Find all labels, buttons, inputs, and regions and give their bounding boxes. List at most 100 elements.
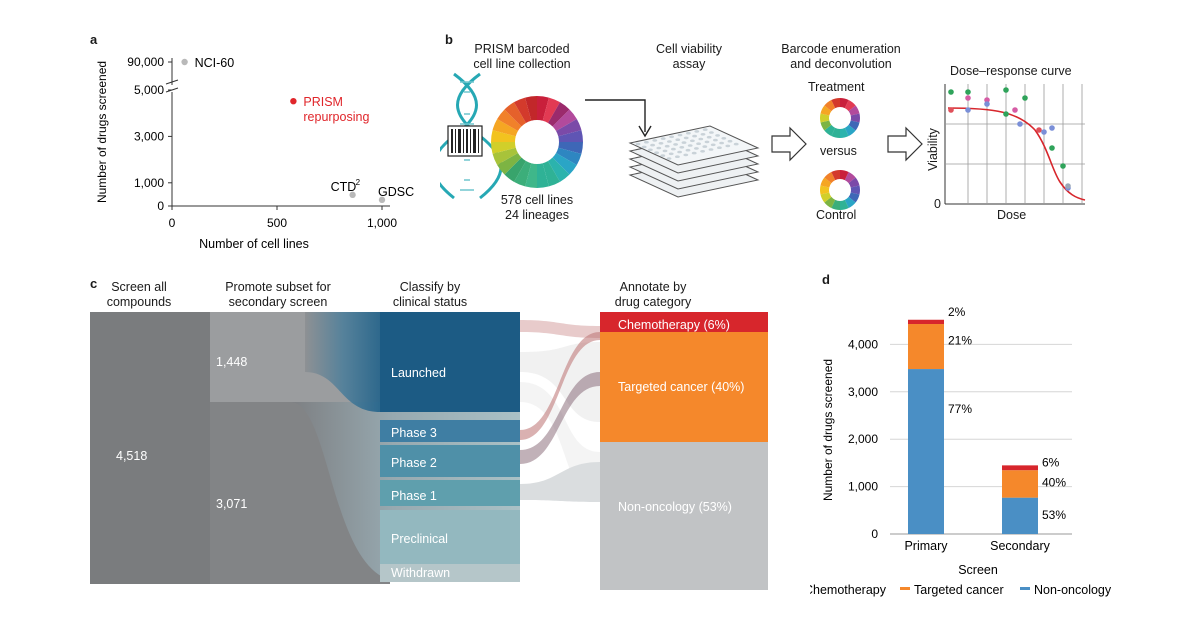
donut-segment <box>844 171 856 184</box>
withdrawn-band <box>380 564 520 582</box>
data-point <box>349 191 356 199</box>
donut-segment <box>542 161 560 187</box>
donut-segment <box>824 171 836 184</box>
status-phase2: Phase 2 <box>391 456 437 470</box>
step1-line1: PRISM barcoded <box>474 42 570 56</box>
status-phase3: Phase 3 <box>391 426 437 440</box>
donut-segment <box>558 142 583 154</box>
arrow-to-plate-icon <box>585 99 646 132</box>
cell-line-count: 578 cell lines 24 lineages <box>482 193 592 223</box>
col1-header: Screen all compounds <box>92 280 186 310</box>
dose-data-point <box>1049 145 1055 151</box>
plate-well <box>635 142 641 146</box>
y-axis-label: Number of drugs screened <box>95 61 109 203</box>
donut-segment <box>552 153 577 175</box>
y-tick-label: 2,000 <box>848 432 878 446</box>
point-label-sup: 2 <box>356 178 361 187</box>
x-tick-label: Primary <box>904 539 948 553</box>
plate-well <box>690 139 695 143</box>
y-axis-label: Number of drugs screened <box>821 359 835 501</box>
x-tick-label: 1,000 <box>367 216 397 230</box>
plate-well <box>666 157 672 160</box>
donut-segment <box>556 147 582 165</box>
col2-header: Promote subset for secondary screen <box>208 280 348 310</box>
donut-segment <box>824 196 836 209</box>
donut-segment <box>497 109 522 131</box>
point-label: CTD <box>331 180 357 194</box>
col4-header: Annotate by drug category <box>598 280 708 310</box>
donut-segment <box>844 124 856 137</box>
bar-percent-label: 77% <box>948 402 972 416</box>
plate-well <box>662 149 668 153</box>
versus-label: versus <box>820 144 857 158</box>
status-preclinical: Preclinical <box>391 532 448 546</box>
plate-well <box>652 139 658 142</box>
dose-data-point <box>1041 129 1047 135</box>
phase3-band <box>380 420 520 442</box>
donut-segment <box>558 130 583 142</box>
y-tick-label: 4,000 <box>848 337 878 351</box>
donut-segment <box>831 199 840 210</box>
plate-well <box>727 139 733 143</box>
bar-segment <box>908 319 944 325</box>
col2-line2: secondary screen <box>228 295 328 309</box>
y-tick-label: 1,000 <box>848 480 878 494</box>
plate-well <box>692 134 697 138</box>
x-tick-label: 0 <box>169 216 176 230</box>
dose-data-point <box>965 89 971 95</box>
plate-well <box>669 135 674 139</box>
donut-segment <box>537 163 549 188</box>
plate-well <box>702 128 708 131</box>
status-launched: Launched <box>391 366 446 380</box>
y-tick-label: 3,000 <box>134 129 164 143</box>
count-line2: 24 lineages <box>505 208 569 222</box>
phase2-band <box>380 445 520 477</box>
data-point <box>181 58 188 66</box>
plate-well <box>700 133 706 136</box>
plate-well <box>683 153 689 157</box>
donut-segment <box>820 120 832 131</box>
plate-well <box>650 143 655 147</box>
sankey-diagram: 1,448 4,518 3,071 Launched Phase 3 Phase… <box>90 312 768 590</box>
curve-x-label: Dose <box>997 208 1027 222</box>
donut-segment <box>820 192 832 203</box>
plate-well <box>700 150 705 153</box>
legend-label: Non-oncology <box>1034 583 1112 597</box>
plate-well <box>660 154 666 157</box>
category-non-oncology: Non-oncology (53%) <box>618 500 732 514</box>
donut-segment <box>525 163 537 188</box>
plate-well <box>683 136 689 140</box>
step1-title: PRISM barcoded cell line collection <box>458 42 586 72</box>
curve-title: Dose–response curve <box>950 64 1072 78</box>
donut-segment <box>820 185 830 195</box>
col3-line2: clinical status <box>392 295 468 309</box>
chemotherapy-block <box>600 312 768 332</box>
bar-segment <box>1002 470 1038 498</box>
x-tick-label: Secondary <box>990 539 1051 553</box>
bar-percent-label: 53% <box>1042 508 1066 522</box>
panel-d-letter: d <box>822 272 830 287</box>
step2-line2: assay <box>672 57 706 71</box>
dose-data-point <box>984 101 990 107</box>
step2-title: Cell viability assay <box>630 42 748 72</box>
treatment-donut <box>820 98 860 138</box>
bar-segment <box>1002 465 1038 471</box>
donut-segment <box>840 127 849 138</box>
step3-title: Barcode enumeration and deconvolution <box>770 42 912 72</box>
donut-segment <box>504 102 526 127</box>
col1-line1: Screen all <box>111 280 167 294</box>
non-oncology-block <box>600 442 768 590</box>
donut-segment <box>548 157 570 182</box>
plate-well <box>725 144 731 148</box>
legend-label: Chemotherapy <box>810 583 887 597</box>
bar-percent-label: 21% <box>948 333 972 347</box>
step3-line1: Barcode enumeration <box>781 42 901 56</box>
arrow-icon <box>771 126 807 162</box>
plate-well <box>675 138 681 141</box>
bar-segment <box>1002 497 1038 534</box>
donut-segment <box>850 113 860 123</box>
donut-segment <box>497 153 522 175</box>
dose-data-point <box>1017 121 1023 127</box>
panel-c-letter: c <box>90 276 98 291</box>
donut-segment <box>548 102 570 127</box>
